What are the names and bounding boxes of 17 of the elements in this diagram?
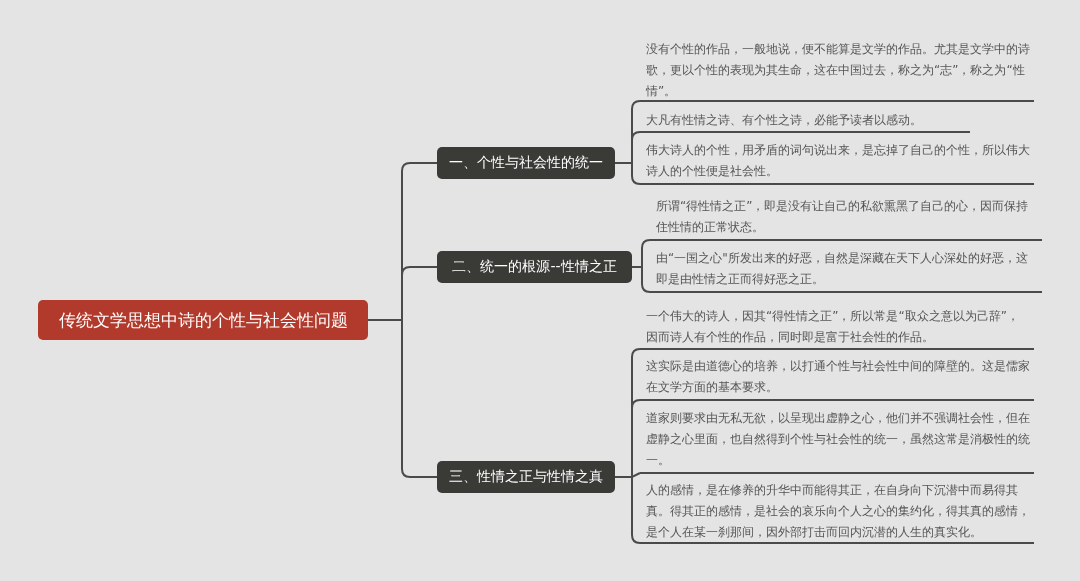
topic-box: 传统文学思想中诗的个性与社会性问题 bbox=[38, 300, 368, 340]
connector-line bbox=[631, 266, 651, 293]
connector-line bbox=[614, 162, 641, 185]
note-text: 一个伟大的诗人，因其“得性情之正”，所以常是“取众之意以为己辞”，因而诗人有个性的作品，同时即是富于社会性的作品。 bbox=[640, 304, 1034, 350]
note-text: 这实际是由道德心的培养，以打通个性与社会性中间的障壁的。这是儒家在文学方面的基本要求。 bbox=[640, 354, 1034, 401]
connector-line bbox=[367, 319, 438, 478]
connector-line bbox=[614, 476, 641, 544]
note-text: 伟大诗人的个性，用矛盾的词句说出来，是忘掉了自己的个性，所以伟大诗人的个性便是社会性。 bbox=[640, 138, 1034, 185]
note-text: 人的感情，是在修养的升华中而能得其正，在自身向下沉潜中而易得其真。得其正的感情，是社会的哀乐向个人之心的集约化，得其真的感情，是个人在某一刹那间，因外部打击而回内沉潜的人生的真实化。 bbox=[640, 478, 1034, 544]
subtopic-box: 一、个性与社会性的统一 bbox=[437, 147, 615, 179]
note-text: 大凡有性情之诗、有个性之诗，必能予读者以感动。 bbox=[640, 108, 970, 133]
note-text: 由“一国之心"所发出来的好恶，自然是深藏在天下人心深处的好恶，这即是由性情之正而得好恶之正。 bbox=[650, 246, 1042, 293]
note-text: 没有个性的作品，一般地说，便不能算是文学的作品。尤其是文学中的诗歌，更以个性的表现为其生命，这在中国过去，称之为“志”，称之为“性情”。 bbox=[640, 37, 1034, 102]
subtopic-box: 三、性情之正与性情之真 bbox=[437, 461, 615, 493]
note-text: 所谓“得性情之正”，即是没有让自己的私欲熏黑了自己的心，因而保持住性情的正常状态。 bbox=[650, 194, 1042, 241]
note-text: 道家则要求由无私无欲，以呈现出虚静之心，他们并不强调社会性，但在虚静之心里面，也自然得到个性与社会性的统一，虽然这常是消极性的统一。 bbox=[640, 406, 1034, 474]
subtopic-box: 二、统一的根源--性情之正 bbox=[437, 251, 632, 283]
